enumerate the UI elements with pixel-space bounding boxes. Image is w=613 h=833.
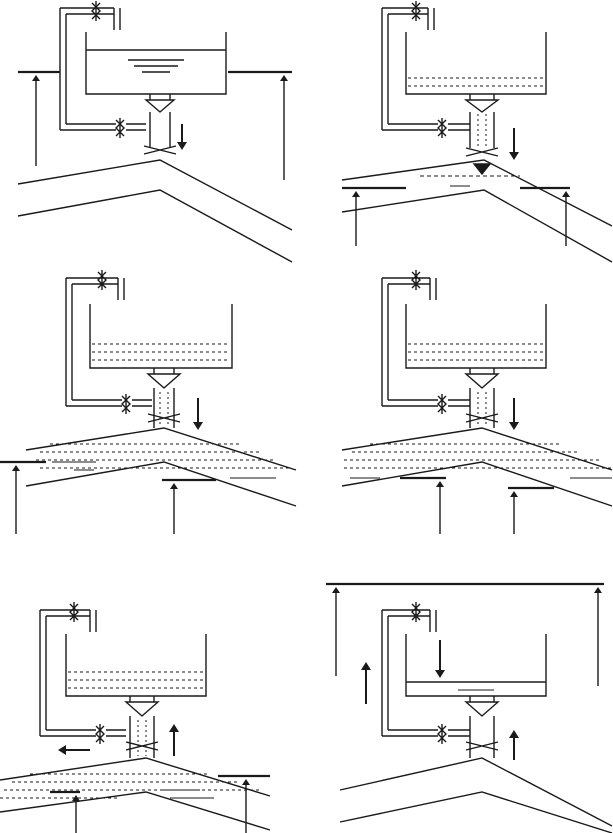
drop-icon <box>474 164 490 174</box>
ground-lines <box>0 758 270 830</box>
vertical-pipe <box>470 716 494 758</box>
valve-icon <box>438 118 446 138</box>
tank <box>66 634 206 696</box>
panel-5 <box>0 602 270 833</box>
level-bars <box>400 478 554 488</box>
vertical-pipe <box>470 112 494 148</box>
funnel <box>466 94 498 112</box>
bypass-pipe <box>382 278 470 406</box>
tank-liquid <box>92 344 230 360</box>
gate-valve-icon <box>466 414 498 422</box>
valve-icon <box>438 724 446 744</box>
valve-icon <box>116 118 124 138</box>
valve-icon <box>92 1 100 21</box>
valve-icon <box>70 602 78 622</box>
liquid-surface-lines <box>128 60 184 72</box>
funnel <box>126 696 158 716</box>
funnel <box>146 94 174 112</box>
funnel <box>466 696 498 716</box>
vertical-pipe <box>130 716 154 758</box>
funnel <box>148 368 180 388</box>
gate-valve-icon <box>466 742 498 750</box>
vertical-pipe-liquid <box>478 392 486 426</box>
vertical-pipe-liquid <box>478 114 486 146</box>
valve-icon <box>96 724 104 744</box>
gate-valve-icon <box>126 742 158 750</box>
vertical-pipe-liquid <box>138 720 146 756</box>
bypass-pipe <box>382 8 470 130</box>
tank <box>86 32 226 94</box>
panel-6 <box>326 584 612 833</box>
panel-3 <box>0 270 296 534</box>
bypass-pipe <box>40 610 126 736</box>
ground-lines <box>342 428 612 506</box>
bypass-pipe <box>60 8 146 130</box>
tank-liquid <box>68 672 204 688</box>
ground-liquid-solid <box>160 790 214 798</box>
panel-4 <box>342 270 612 534</box>
ground-lines <box>340 758 612 833</box>
tank-liquid <box>408 78 544 86</box>
valve-icon <box>412 602 420 622</box>
vertical-pipe-liquid <box>160 392 168 426</box>
vertical-pipe <box>154 388 174 428</box>
bypass-pipe <box>382 610 470 736</box>
ground-lines <box>26 428 296 506</box>
tank <box>406 634 546 696</box>
valve-icon <box>438 394 446 414</box>
vertical-pipe <box>470 388 494 428</box>
level-bars <box>0 462 216 480</box>
tank <box>406 32 546 94</box>
ground-liquid <box>420 176 520 186</box>
valve-icon <box>412 1 420 21</box>
bypass-pipe <box>66 278 152 406</box>
valve-icon <box>122 394 130 414</box>
ground-lines <box>18 160 292 262</box>
ground-lines <box>342 160 612 262</box>
tank <box>406 304 546 368</box>
tank-liquid <box>408 344 544 360</box>
tank <box>90 304 232 368</box>
gate-valve-icon <box>144 146 176 154</box>
valve-icon <box>98 270 106 290</box>
panel-1 <box>18 1 292 262</box>
vertical-pipe <box>150 112 170 148</box>
panel-2 <box>342 1 612 262</box>
gate-valve-icon <box>148 414 180 422</box>
funnel <box>466 368 498 388</box>
ground-liquid <box>344 444 612 468</box>
valve-icon <box>412 270 420 290</box>
gate-valve-icon <box>466 148 498 156</box>
